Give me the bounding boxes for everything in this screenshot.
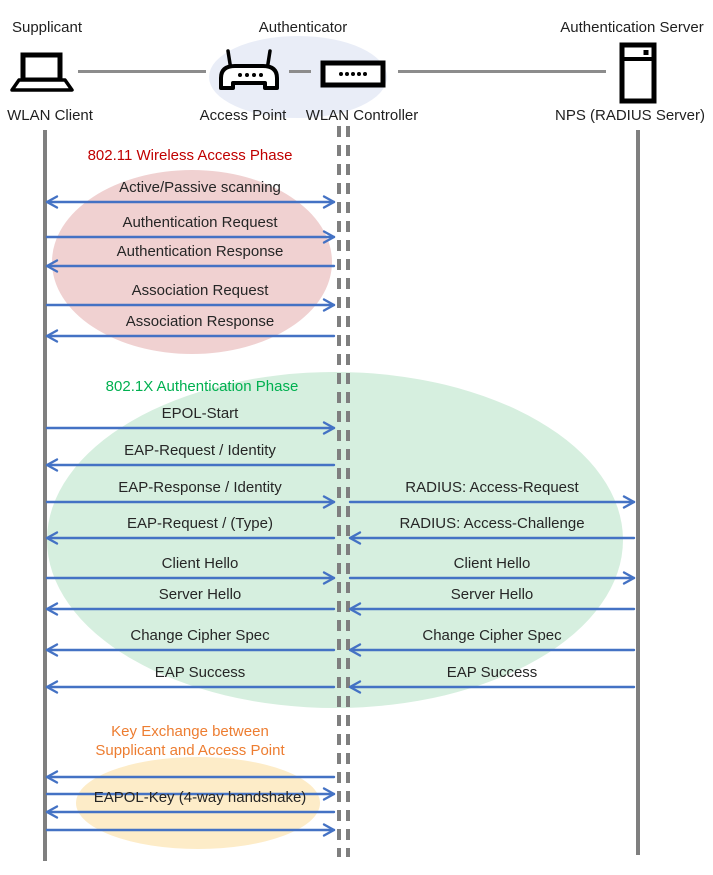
device-label-wlan-controller: WLAN Controller bbox=[305, 107, 419, 124]
message-label: EAP-Request / Identity bbox=[124, 442, 276, 459]
lifeline-authenticator-dashed-2 bbox=[346, 126, 350, 857]
message-label: Active/Passive scanning bbox=[119, 179, 281, 196]
message-label: Authentication Request bbox=[122, 214, 278, 231]
message-label: RADIUS: Access-Request bbox=[405, 479, 579, 496]
phase-title-80211-wireless-access: 802.11 Wireless Access Phase bbox=[87, 147, 293, 164]
message-label: EPOL-Start bbox=[161, 405, 239, 422]
message-label: EAPOL-Key (4-way handshake) bbox=[93, 789, 307, 806]
phase-title-8021x-authentication: 802.1X Authentication Phase bbox=[105, 378, 299, 395]
message-label: Server Hello bbox=[450, 586, 534, 603]
laptop-icon bbox=[10, 52, 74, 92]
lifeline-authenticator-dashed-1 bbox=[337, 126, 341, 857]
message-label: Authentication Response bbox=[116, 243, 284, 260]
actor-role-authentication-server: Authentication Server bbox=[560, 19, 704, 36]
message-label: Association Response bbox=[125, 313, 275, 330]
device-label-access-point: Access Point bbox=[199, 107, 287, 124]
actor-role-authenticator: Authenticator bbox=[258, 19, 348, 36]
connector-wlc-server bbox=[398, 70, 606, 73]
message-label: EAP-Request / (Type) bbox=[127, 515, 273, 532]
message-label: Association Request bbox=[131, 282, 269, 299]
connector-client-ap bbox=[78, 70, 206, 73]
actor-role-supplicant: Supplicant bbox=[11, 19, 83, 36]
phase-ellipse-key-exchange bbox=[76, 757, 320, 849]
message-label: Client Hello bbox=[453, 555, 531, 572]
access-point-icon bbox=[219, 49, 279, 90]
message-label: Change Cipher Spec bbox=[422, 627, 562, 644]
message-label: Change Cipher Spec bbox=[130, 627, 270, 644]
lifeline-authentication-server bbox=[636, 130, 640, 855]
server-icon bbox=[619, 42, 657, 104]
message-label: RADIUS: Access-Challenge bbox=[399, 515, 585, 532]
message-label: Server Hello bbox=[158, 586, 242, 603]
lifeline-supplicant bbox=[43, 130, 47, 861]
connector-ap-wlc bbox=[289, 70, 311, 73]
phase-title-key-exchange: Key Exchange between Supplicant and Acce… bbox=[95, 723, 285, 759]
device-label-nps-radius-server: NPS (RADIUS Server) bbox=[554, 107, 706, 124]
phase-ellipse-8021x bbox=[47, 372, 623, 708]
wlan-controller-icon bbox=[320, 60, 386, 88]
message-label: Client Hello bbox=[161, 555, 239, 572]
message-label: EAP-Response / Identity bbox=[118, 479, 282, 496]
phase-ellipse-80211 bbox=[52, 170, 332, 354]
message-label: EAP Success bbox=[446, 664, 538, 681]
device-label-wlan-client: WLAN Client bbox=[7, 107, 93, 124]
message-label: EAP Success bbox=[154, 664, 246, 681]
